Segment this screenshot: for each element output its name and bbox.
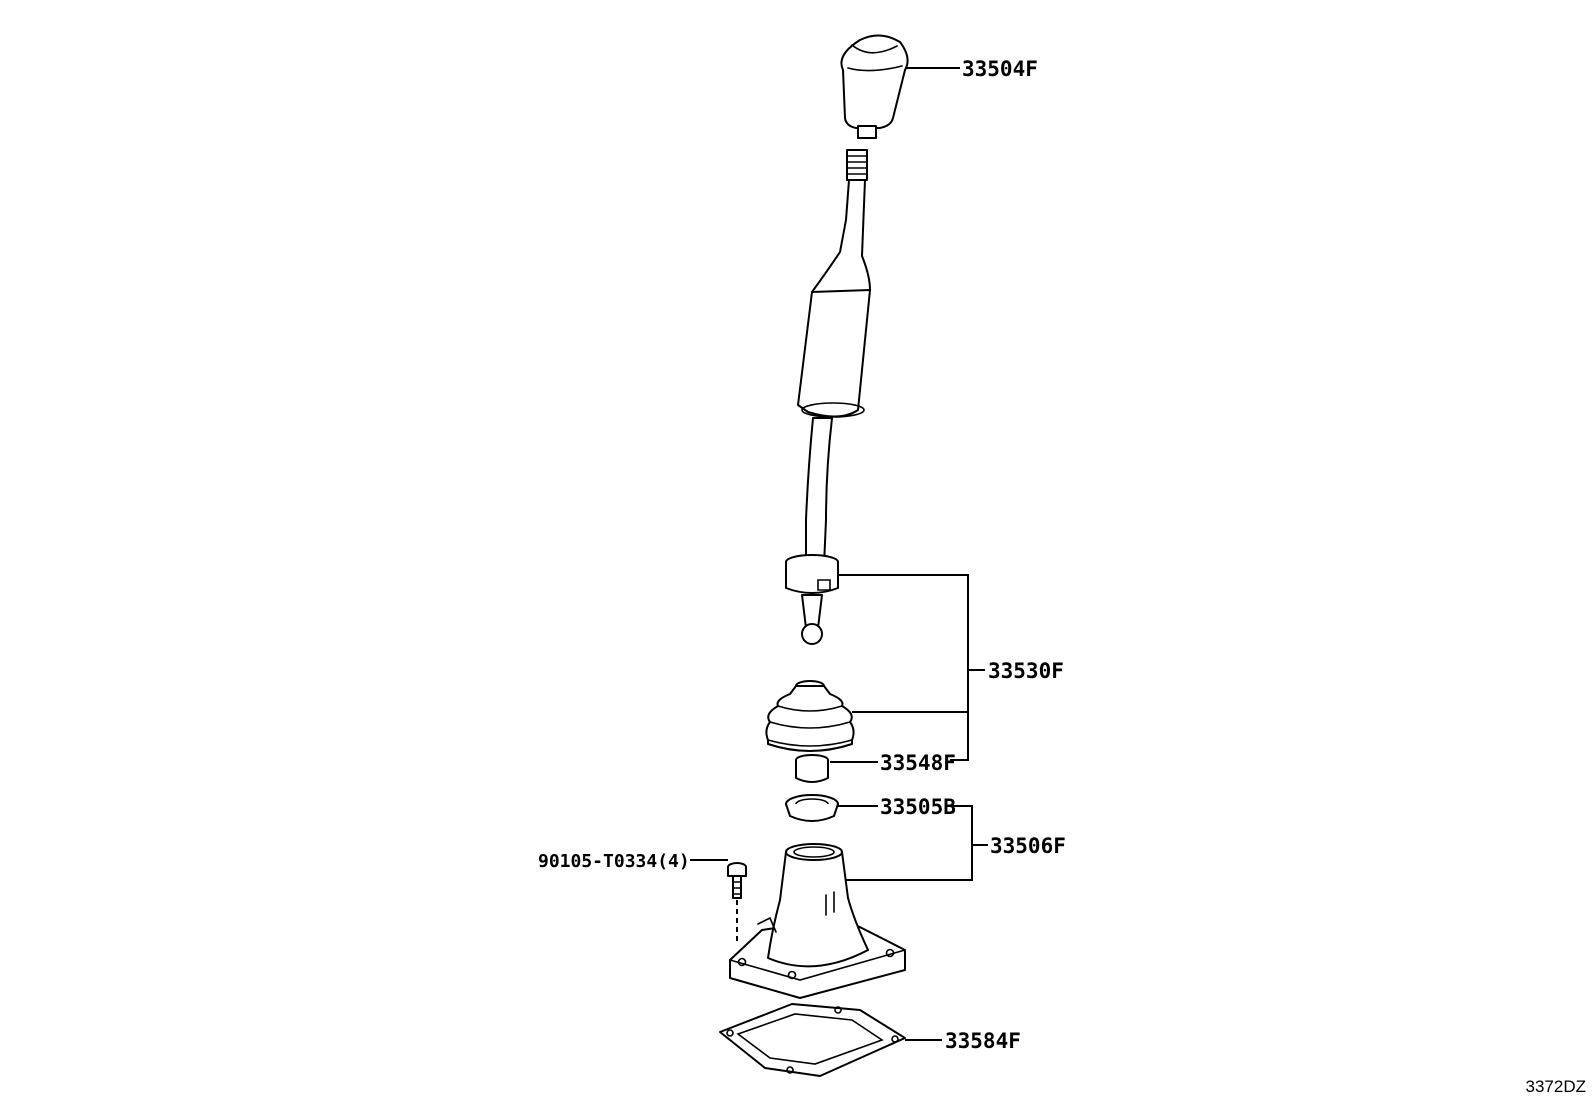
label-retainer: 33506F (990, 834, 1066, 858)
retainer-housing (729, 843, 906, 999)
shift-lever (797, 149, 871, 566)
leader-lines (690, 67, 988, 1041)
shift-knob (840, 34, 909, 139)
rubber-boot (765, 680, 855, 752)
label-gasket: 33584F (945, 1029, 1021, 1053)
label-knob: 33504F (962, 57, 1038, 81)
gasket (719, 1003, 906, 1077)
label-bolt: 90105-T0334(4) (538, 851, 690, 872)
label-bushing: 33548F (880, 751, 956, 775)
label-seal: 33505B (880, 795, 956, 819)
bolt (727, 862, 747, 942)
diagram-code: 3372DZ (1526, 1077, 1586, 1096)
lever-seat (785, 554, 839, 645)
label-lever-assy: 33530F (988, 659, 1064, 683)
bushing (795, 754, 829, 783)
oil-seal (785, 794, 839, 822)
